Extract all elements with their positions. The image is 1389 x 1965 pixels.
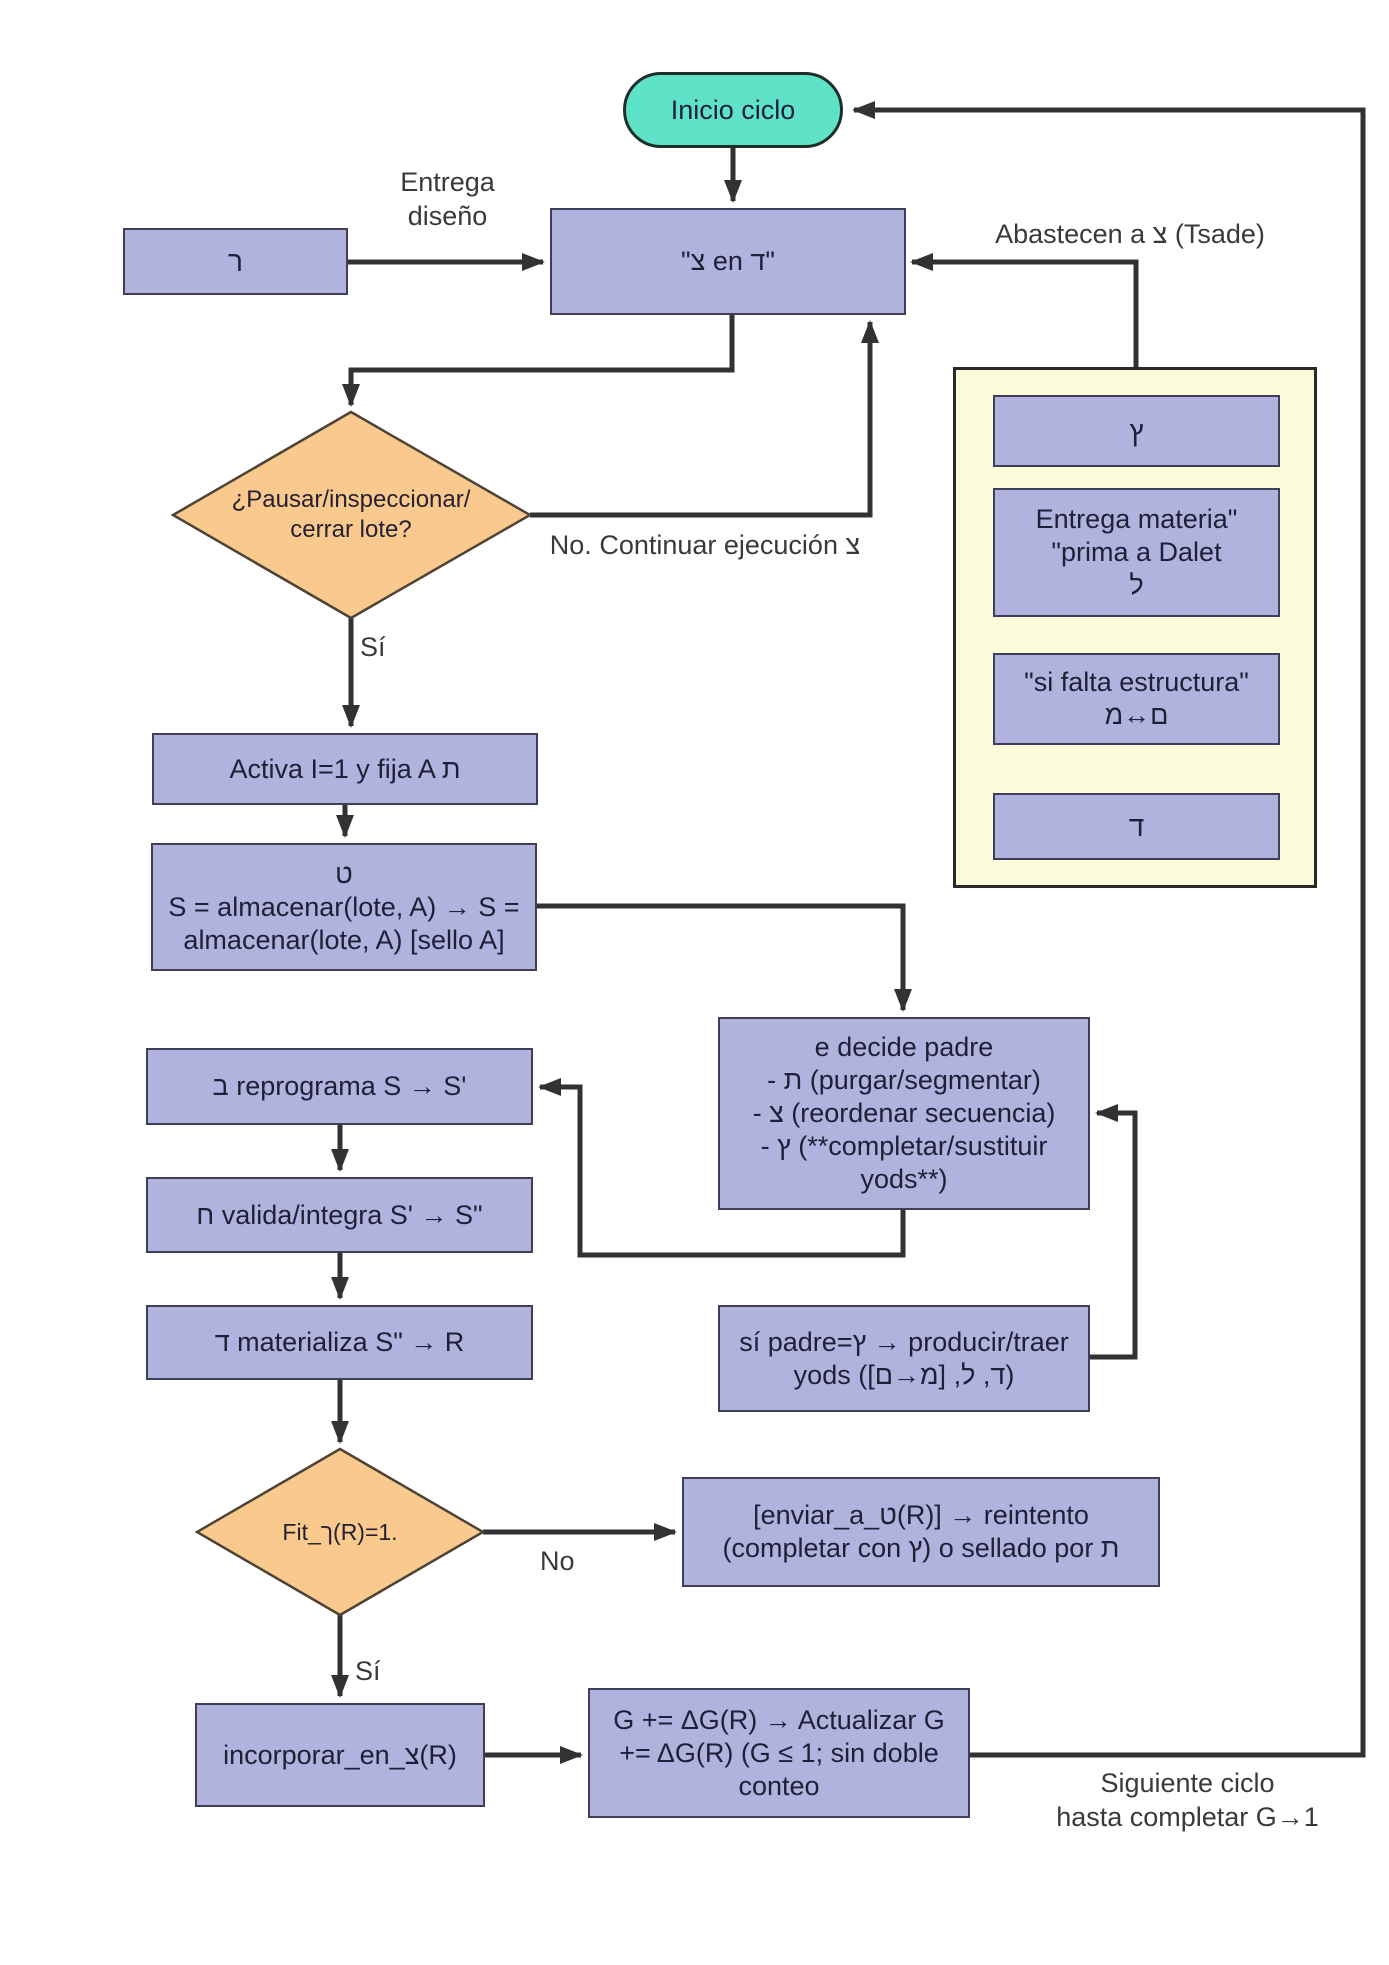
resh-label: ר: [228, 246, 243, 277]
decision2-text: Fit_ך(R)=1.: [220, 1502, 460, 1562]
edge-almacenar-to-decide: [537, 903, 912, 1012]
supplier-tsade-final-label: ץ: [1129, 415, 1144, 447]
node-activa: Activa I=1 y fija A ת: [152, 733, 538, 805]
reprograma-label: ב reprograma S → S': [212, 1071, 467, 1101]
supplier-lamed-line1: Entrega materia": [1035, 504, 1238, 534]
node-decide: e decide padre - ת (purgar/segmentar) - …: [718, 1017, 1090, 1210]
almacenar-line2: S = almacenar(lote, A) → S =: [168, 891, 520, 922]
entrega-line2: diseño: [407, 201, 488, 231]
materializa-label: ד materializa S" → R: [214, 1327, 465, 1357]
decide-line5: yods**): [860, 1164, 948, 1194]
node-actualizar: G += ΔG(R) → Actualizar G += ΔG(R) (G ≤ …: [588, 1688, 970, 1818]
supplier-mem-line2: מ↔ם: [1104, 700, 1169, 730]
enviar-line1: [enviar_a_ט(R)] → reintento: [753, 1500, 1089, 1530]
entrega-line1: Entrega: [400, 167, 495, 197]
actualizar-line2: += ΔG(R) (G ≤ 1; sin doble: [619, 1737, 939, 1768]
node-start: Inicio ciclo: [623, 72, 843, 148]
actualizar-line1: G += ΔG(R) → Actualizar G: [613, 1704, 945, 1735]
edge-label-entrega-diseno: Entrega diseño: [350, 165, 545, 233]
decision1-line2: cerrar lote?: [290, 516, 412, 543]
enviar-line2: (completar con ץ) o sellado por ת: [722, 1533, 1120, 1563]
almacenar-line3: almacenar(lote, A) [sello A]: [183, 924, 505, 955]
edge-label-abastecen: Abastecen a צ (Tsade): [968, 217, 1292, 251]
edge-decide-to-reprograma: [538, 1078, 906, 1258]
start-label: Inicio ciclo: [670, 94, 796, 125]
decide-line3: - צ (reordenar secuencia): [752, 1098, 1056, 1128]
node-si-padre: sí padre=ץ → producir/traer yods ([ם→מ] …: [718, 1305, 1090, 1412]
edge-label-si-2: Sí: [355, 1654, 415, 1688]
node-supplier-lamed: Entrega materia" "prima a Dalet ל: [993, 488, 1280, 617]
node-almacenar: ט S = almacenar(lote, A) → S = almacenar…: [151, 843, 537, 971]
node-main: "צ en ד": [550, 208, 906, 315]
si-1-text: Sí: [360, 632, 386, 662]
decide-line2: - ת (purgar/segmentar): [767, 1065, 1041, 1095]
node-supplier-dalet: ד: [993, 793, 1280, 860]
decision1-line1: ¿Pausar/inspeccionar/: [231, 486, 471, 513]
decide-line1: e decide padre: [814, 1032, 994, 1062]
supplier-lamed-line3: ל: [1129, 570, 1144, 600]
edge-label-si-1: Sí: [360, 630, 420, 664]
edge-label-siguiente-ciclo: Siguiente ciclo hasta completar G→1: [1010, 1766, 1365, 1834]
node-valida: ח valida/integra S' → S": [146, 1177, 533, 1253]
edge-sipadre-to-decide: [1090, 1104, 1138, 1360]
no-continuar-text: No. Continuar ejecución צ: [549, 530, 861, 560]
si-2-text: Sí: [355, 1656, 381, 1686]
si-padre-line1: sí padre=ץ → producir/traer: [739, 1326, 1069, 1357]
supplier-dalet-label: ד: [1128, 811, 1145, 842]
supplier-mem-line1: "si falta estructura": [1024, 667, 1249, 697]
main-label: "צ en ד": [681, 246, 775, 276]
valida-label: ח valida/integra S' → S": [196, 1199, 483, 1230]
siguiente-line1: Siguiente ciclo: [1100, 1768, 1275, 1798]
edge-suppliers-to-main: [910, 253, 1139, 367]
node-supplier-tsade-final: ץ: [993, 395, 1280, 467]
si-padre-line2: yods ([ם→מ] ,ל ,ד): [793, 1359, 1015, 1390]
node-reprograma: ב reprograma S → S': [146, 1048, 533, 1125]
actualizar-line3: conteo: [738, 1770, 820, 1801]
almacenar-line1: ט: [335, 858, 353, 889]
siguiente-line2: hasta completar G→1: [1056, 1802, 1319, 1832]
abastecen-text: Abastecen a צ (Tsade): [995, 219, 1265, 249]
node-incorporar: incorporar_en_צ(R): [195, 1703, 485, 1807]
edge-main-to-decision1: [342, 315, 735, 407]
no-2-text: No: [540, 1546, 575, 1576]
node-resh: ר: [123, 228, 348, 295]
edge-decision1-no-return: [530, 320, 879, 518]
node-materializa: ד materializa S" → R: [146, 1305, 533, 1380]
supplier-lamed-line2: "prima a Dalet: [1051, 537, 1222, 567]
decision1-text: ¿Pausar/inspeccionar/ cerrar lote?: [201, 452, 501, 578]
node-supplier-mem: "si falta estructura" מ↔ם: [993, 653, 1280, 745]
node-enviar: [enviar_a_ט(R)] → reintento (completar c…: [682, 1477, 1160, 1587]
edge-actualizar-to-start: [852, 101, 1366, 1758]
edge-label-no-2: No: [540, 1544, 600, 1578]
decision2-label: Fit_ך(R)=1.: [282, 1519, 398, 1545]
decision2-shape: [194, 1447, 486, 1617]
activa-label: Activa I=1 y fija A ת: [229, 753, 461, 784]
decision1-shape: [170, 410, 533, 620]
edge-label-no-continuar: No. Continuar ejecución צ: [535, 528, 875, 562]
decide-line4: - ץ (**completar/sustituir: [760, 1131, 1048, 1161]
incorporar-label: incorporar_en_צ(R): [223, 1739, 457, 1770]
